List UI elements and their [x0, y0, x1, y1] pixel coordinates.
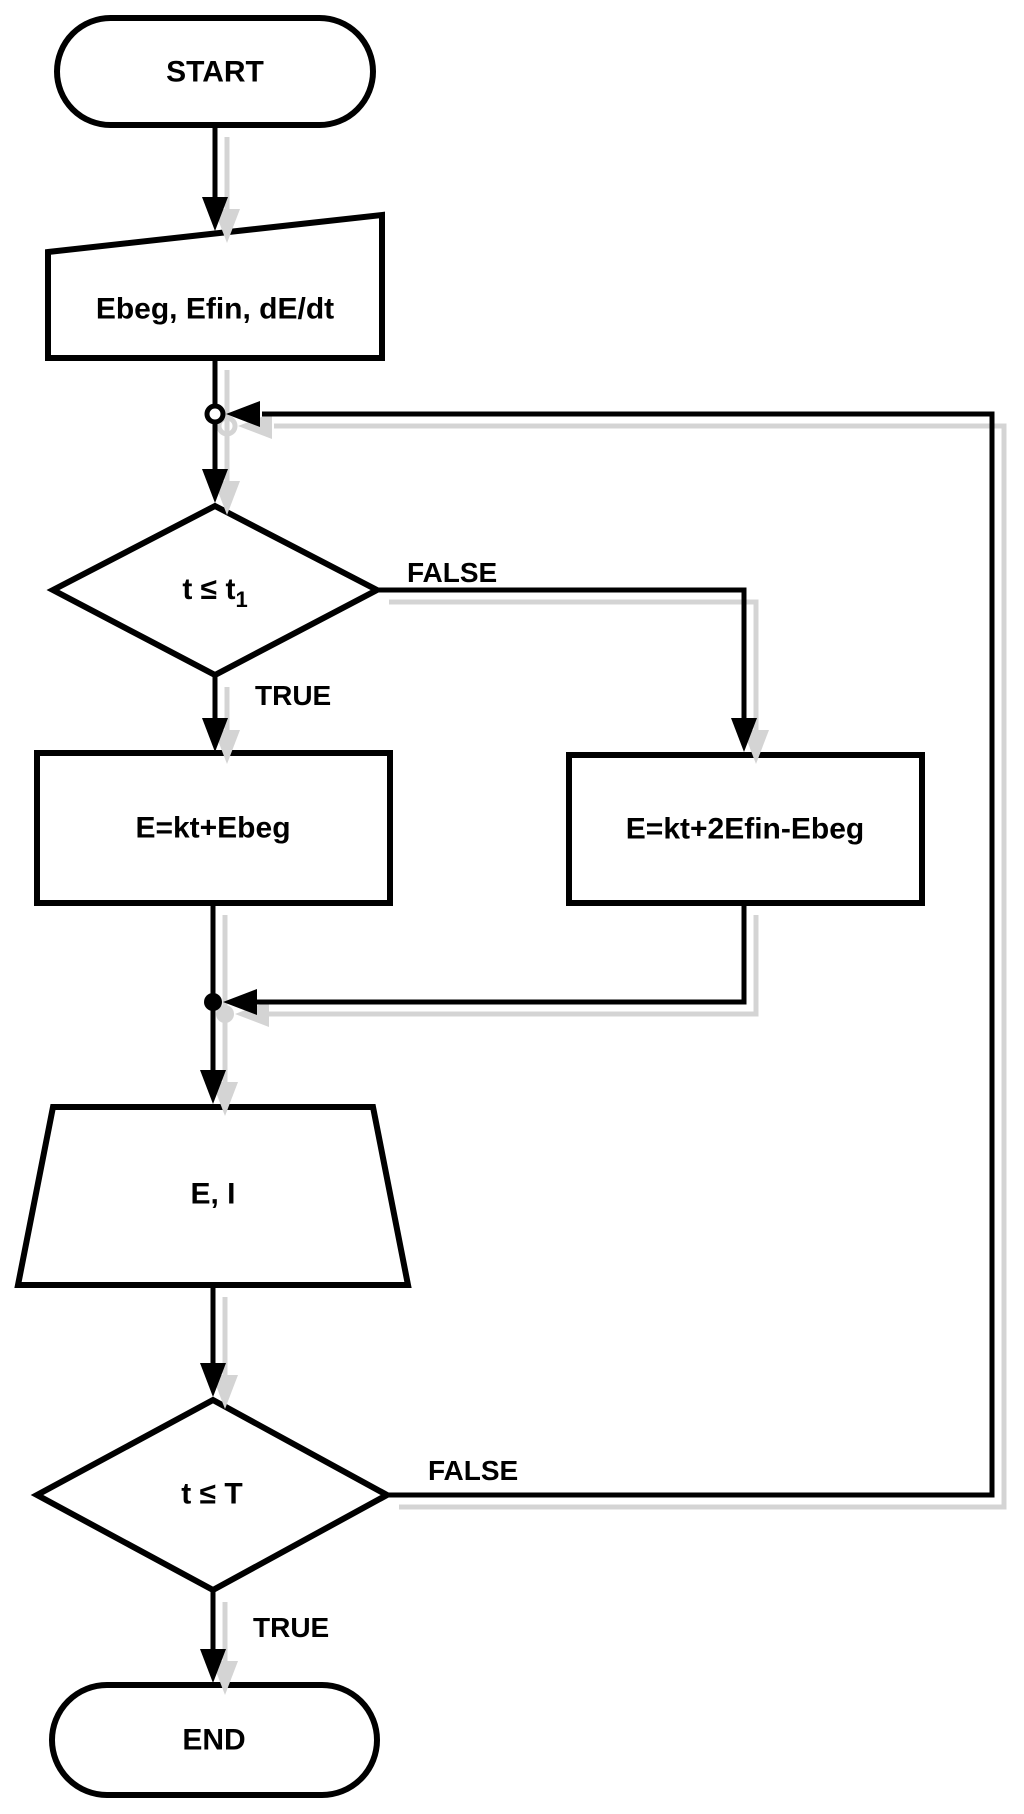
shadow	[216, 415, 238, 437]
shadow	[389, 599, 759, 732]
shape-layer	[14, 15, 925, 1798]
decision1-label: t ≤ t1	[182, 573, 247, 612]
arrowhead-into-decision2	[200, 1363, 226, 1397]
connector-layer	[200, 125, 995, 1683]
merge-dot	[204, 993, 222, 1011]
shadow	[274, 423, 1007, 1510]
arrowhead-into-merge	[223, 989, 257, 1015]
decision1-label-main: t ≤ t	[182, 573, 235, 606]
shadow	[212, 1082, 238, 1116]
process-true-shape	[34, 750, 393, 906]
shadow	[212, 1375, 238, 1409]
decision1-label-subscript: 1	[235, 587, 247, 612]
label-layer: START Ebeg, Efin, dE/dt t ≤ t1 E=kt+Ebeg…	[96, 56, 864, 1757]
shadow	[235, 1001, 269, 1027]
end-terminator-shape	[49, 1682, 380, 1798]
arrowhead-into-input	[202, 197, 228, 231]
edge-decision1-false	[377, 587, 747, 720]
decision1-true-label: TRUE	[255, 680, 331, 711]
arrowhead-into-junction	[226, 401, 260, 427]
arrowhead-into-process-true	[202, 718, 228, 752]
shadow	[214, 481, 240, 515]
shadow	[238, 413, 272, 439]
shadow-layer	[212, 137, 1007, 1695]
arrowhead-into-process-false	[731, 718, 757, 752]
end-label: END	[182, 1724, 245, 1757]
output-label: E, I	[190, 1178, 235, 1211]
input-label: Ebeg, Efin, dE/dt	[96, 293, 334, 326]
decision2-true-label: TRUE	[253, 1612, 329, 1643]
edge-decision2-false-loop	[262, 411, 995, 1498]
shadow	[216, 1005, 234, 1023]
decision2-false-label: FALSE	[428, 1455, 518, 1486]
shadow	[214, 730, 240, 764]
shadow	[214, 209, 240, 243]
shadow	[743, 730, 769, 764]
decision1-false-label: FALSE	[407, 557, 497, 588]
shadow	[212, 1661, 238, 1695]
process-true-label: E=kt+Ebeg	[135, 812, 290, 845]
shadow	[267, 915, 759, 1017]
output-trapezoid-shape	[14, 1104, 412, 1288]
edge-process-false-to-merge	[255, 903, 747, 1005]
input-shape	[45, 211, 385, 361]
arrowhead-into-output	[200, 1070, 226, 1104]
arrowhead-into-end	[200, 1649, 226, 1683]
decision2-label: t ≤ T	[181, 1478, 242, 1511]
arrowhead-into-decision1	[202, 469, 228, 503]
loop-junction-circle	[204, 403, 226, 425]
process-false-label: E=kt+2Efin-Ebeg	[626, 813, 864, 846]
start-label: START	[166, 56, 264, 89]
